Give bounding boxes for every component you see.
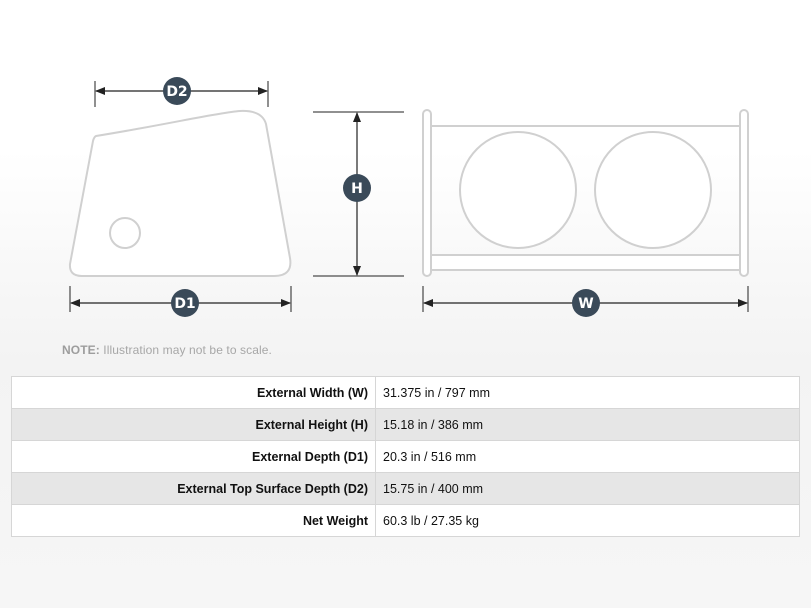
table-row: External Top Surface Depth (D2) 15.75 in… <box>11 472 800 505</box>
side-handle-hole <box>109 217 141 249</box>
w-badge <box>572 289 600 317</box>
w-dimension: W <box>422 286 749 317</box>
table-row: External Width (W) 31.375 in / 797 mm <box>11 376 800 409</box>
front-left-post <box>422 109 432 277</box>
d1-label: D1 <box>174 296 195 312</box>
spec-label: External Width (W) <box>11 376 376 409</box>
w-label: W <box>578 296 593 312</box>
specs-table: External Width (W) 31.375 in / 797 mm Ex… <box>11 376 800 537</box>
spec-label: External Depth (D1) <box>11 440 376 473</box>
d1-badge <box>171 289 199 317</box>
h-dimension: H <box>313 111 404 277</box>
spec-label: External Height (H) <box>11 408 376 441</box>
side-profile-outline <box>68 109 292 277</box>
spec-value: 15.18 in / 386 mm <box>375 408 800 441</box>
table-row: External Height (H) 15.18 in / 386 mm <box>11 408 800 441</box>
front-left-speaker <box>459 131 577 249</box>
dimension-diagram: D2 D1 H W <box>68 77 749 317</box>
d2-dimension: D2 <box>94 77 269 107</box>
spec-label: External Top Surface Depth (D2) <box>11 472 376 505</box>
d2-label: D2 <box>166 84 187 100</box>
spec-value: 20.3 in / 516 mm <box>375 440 800 473</box>
front-shelf <box>430 254 741 271</box>
h-label: H <box>351 181 363 197</box>
note-prefix: NOTE: <box>62 343 100 357</box>
spec-value: 15.75 in / 400 mm <box>375 472 800 505</box>
spec-value: 60.3 lb / 27.35 kg <box>375 504 800 537</box>
scale-note: NOTE: Illustration may not be to scale. <box>62 343 272 357</box>
spec-label: Net Weight <box>11 504 376 537</box>
front-right-post <box>739 109 749 277</box>
d1-dimension: D1 <box>69 286 292 317</box>
front-view <box>422 109 749 277</box>
spec-value: 31.375 in / 797 mm <box>375 376 800 409</box>
side-profile <box>68 109 292 277</box>
front-right-speaker <box>594 131 712 249</box>
d2-badge <box>163 77 191 105</box>
table-row: External Depth (D1) 20.3 in / 516 mm <box>11 440 800 473</box>
table-row: Net Weight 60.3 lb / 27.35 kg <box>11 504 800 537</box>
note-text: Illustration may not be to scale. <box>99 343 272 357</box>
h-badge <box>343 174 371 202</box>
